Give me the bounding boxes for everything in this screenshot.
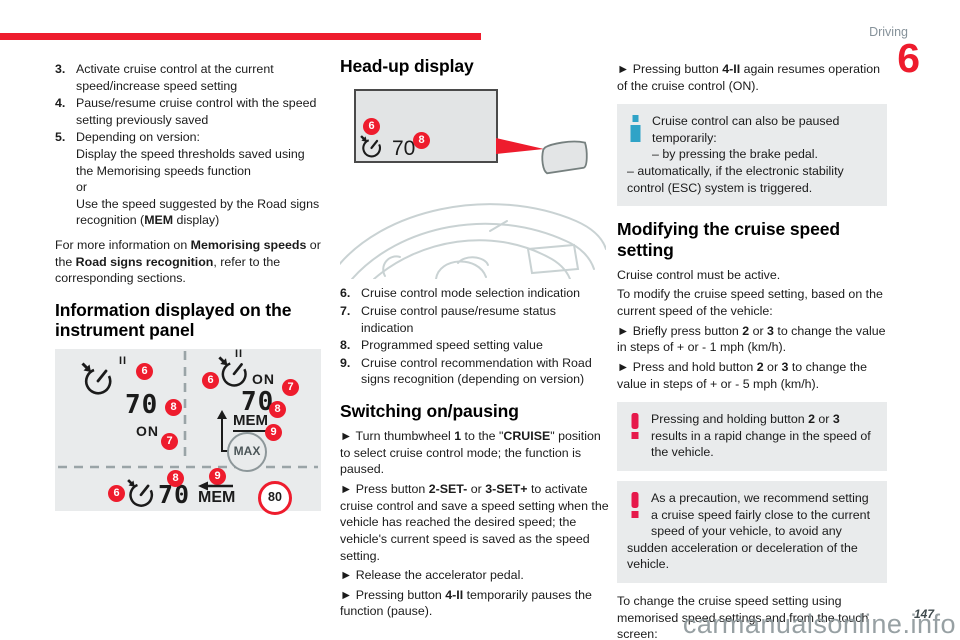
numbered-list: 6. Cruise control mode selection indicat… bbox=[340, 285, 610, 388]
body-paragraph: To change the cruise speed setting using… bbox=[617, 594, 869, 640]
warning-box: Pressing and holding button 2 or 3 resul… bbox=[617, 402, 887, 471]
info-box: Cruise control can also be paused tempor… bbox=[617, 104, 887, 207]
cruise-gauge-icon bbox=[127, 478, 154, 507]
heading-switching-on-pausing: Switching on/pausing bbox=[340, 400, 519, 421]
heading-head-up-display: Head-up display bbox=[340, 56, 474, 76]
speed-value: 70 bbox=[241, 386, 275, 417]
callout-badge-6: 6 bbox=[108, 484, 125, 502]
body-paragraph: To modify the cruise speed setting, base… bbox=[617, 287, 883, 319]
list-number: 5. bbox=[55, 130, 66, 145]
hud-info-box: 6 70 8 bbox=[354, 89, 498, 164]
column-right: ► Pressing button 4-II again resumes ope… bbox=[617, 56, 887, 640]
body-paragraph: For more information on Memorising speed… bbox=[55, 238, 321, 286]
pause-marks-label: II bbox=[119, 354, 128, 367]
chapter-red-bar bbox=[0, 33, 481, 40]
callout-badge-6: 6 bbox=[136, 362, 153, 380]
list-item: 3. Activate cruise control at the curren… bbox=[55, 61, 325, 94]
page-number: 147 bbox=[913, 607, 934, 621]
mem-label: MEM bbox=[198, 488, 236, 506]
list-text: Activate cruise control at the current s… bbox=[76, 62, 274, 93]
head-up-display-diagram: 6 70 8 bbox=[340, 83, 606, 280]
callout-badge-8: 8 bbox=[165, 398, 182, 416]
instrument-panel-diagram: II 6 70 8 ON 7 II 6 ON 7 70 8 MEM bbox=[55, 347, 321, 515]
list-text: Programmed speed setting value bbox=[361, 338, 543, 353]
callout-badge-6: 6 bbox=[202, 371, 219, 389]
callout-badge-7: 7 bbox=[161, 432, 178, 450]
list-item: 5. Depending on version: Display the spe… bbox=[55, 129, 325, 229]
numbered-list: 3. Activate cruise control at the curren… bbox=[55, 61, 325, 229]
body-paragraph: ► Briefly press button 2 or 3 to change … bbox=[617, 323, 886, 355]
list-item: 7. Cruise control pause/resume status in… bbox=[340, 303, 610, 336]
list-text: Depending on version: Display the speed … bbox=[76, 130, 320, 228]
pause-marks-label: II bbox=[235, 347, 244, 360]
list-item: 8. Programmed speed setting value bbox=[340, 337, 610, 354]
warning-icon bbox=[630, 413, 640, 445]
up-arrow-icon bbox=[217, 409, 228, 452]
on-status-label: ON bbox=[136, 422, 159, 439]
list-item: 6. Cruise control mode selection indicat… bbox=[340, 285, 610, 302]
body-paragraph: ► Press button 2-SET- or 3-SET+ to activ… bbox=[340, 482, 609, 563]
list-item: 4. Pause/resume cruise control with the … bbox=[55, 95, 325, 128]
callout-badge-8: 8 bbox=[269, 400, 286, 418]
heading-modifying-cruise-speed: Modifying the cruise speed setting bbox=[617, 219, 840, 260]
body-paragraph: ► Turn thumbwheel 1 to the "CRUISE" posi… bbox=[340, 429, 601, 477]
list-text: Cruise control recommendation with Road … bbox=[361, 355, 592, 387]
warning-box: As a precaution, we recommend setting a … bbox=[617, 480, 887, 583]
info-icon bbox=[630, 115, 641, 147]
list-number: 8. bbox=[340, 338, 351, 353]
callout-badge-9: 9 bbox=[209, 467, 226, 485]
list-number: 7. bbox=[340, 303, 351, 318]
list-item: 9. Cruise control recommendation with Ro… bbox=[340, 355, 610, 388]
list-number: 4. bbox=[55, 96, 66, 111]
heading-instrument-panel: Information displayed on the instrument … bbox=[55, 299, 292, 341]
column-left: 3. Activate cruise control at the curren… bbox=[55, 56, 325, 515]
info-text: Cruise control can also be paused tempor… bbox=[627, 114, 844, 195]
callout-badge-8: 8 bbox=[167, 469, 184, 487]
cruise-gauge-icon bbox=[360, 135, 381, 158]
body-paragraph: ► Pressing button 4-II temporarily pause… bbox=[340, 587, 592, 619]
list-text: Pause/resume cruise control with the spe… bbox=[76, 96, 317, 127]
section-label: Driving bbox=[869, 25, 908, 39]
panel-divider-dashes bbox=[58, 350, 318, 468]
callout-badge-8: 8 bbox=[413, 132, 430, 150]
warning-icon bbox=[630, 491, 640, 524]
list-text: Cruise control pause/resume status indic… bbox=[361, 303, 556, 335]
max-speed-circle: MAX bbox=[227, 431, 267, 472]
list-number: 3. bbox=[55, 62, 66, 76]
body-paragraph: ► Release the accelerator pedal. bbox=[340, 568, 524, 583]
dashboard-line-art bbox=[340, 203, 606, 280]
projection-arrow bbox=[496, 138, 544, 155]
on-status-label: ON bbox=[252, 370, 275, 387]
cruise-gauge-icon bbox=[218, 355, 247, 387]
chapter-number: 6 bbox=[897, 35, 920, 81]
speed-value: 70 bbox=[125, 389, 159, 420]
mem-label: MEM bbox=[233, 413, 268, 432]
body-paragraph: ► Press and hold button 2 or 3 to change… bbox=[617, 359, 867, 391]
warning-text: As a precaution, we recommend setting a … bbox=[627, 490, 871, 572]
hud-combiner-screen bbox=[541, 140, 588, 175]
cruise-gauge-icon bbox=[81, 361, 112, 394]
body-paragraph: Cruise control must be active. bbox=[617, 267, 781, 282]
callout-badge-9: 9 bbox=[265, 423, 282, 441]
callout-badge-6: 6 bbox=[363, 118, 380, 136]
body-paragraph: ► Pressing button 4-II again resumes ope… bbox=[617, 62, 880, 93]
list-text: Cruise control mode selection indication bbox=[361, 286, 581, 301]
column-middle: Head-up display 6 70 8 bbox=[340, 56, 610, 623]
watermark: carmanualsonline.info bbox=[682, 609, 956, 639]
callout-badge-7: 7 bbox=[282, 378, 299, 396]
list-number: 6. bbox=[340, 286, 351, 301]
list-number: 9. bbox=[340, 355, 351, 370]
left-arrow-icon bbox=[198, 481, 233, 491]
speed-value: 70 bbox=[392, 137, 416, 161]
warning-text: Pressing and holding button 2 or 3 resul… bbox=[651, 412, 871, 460]
road-sign-80: 80 bbox=[258, 480, 292, 515]
